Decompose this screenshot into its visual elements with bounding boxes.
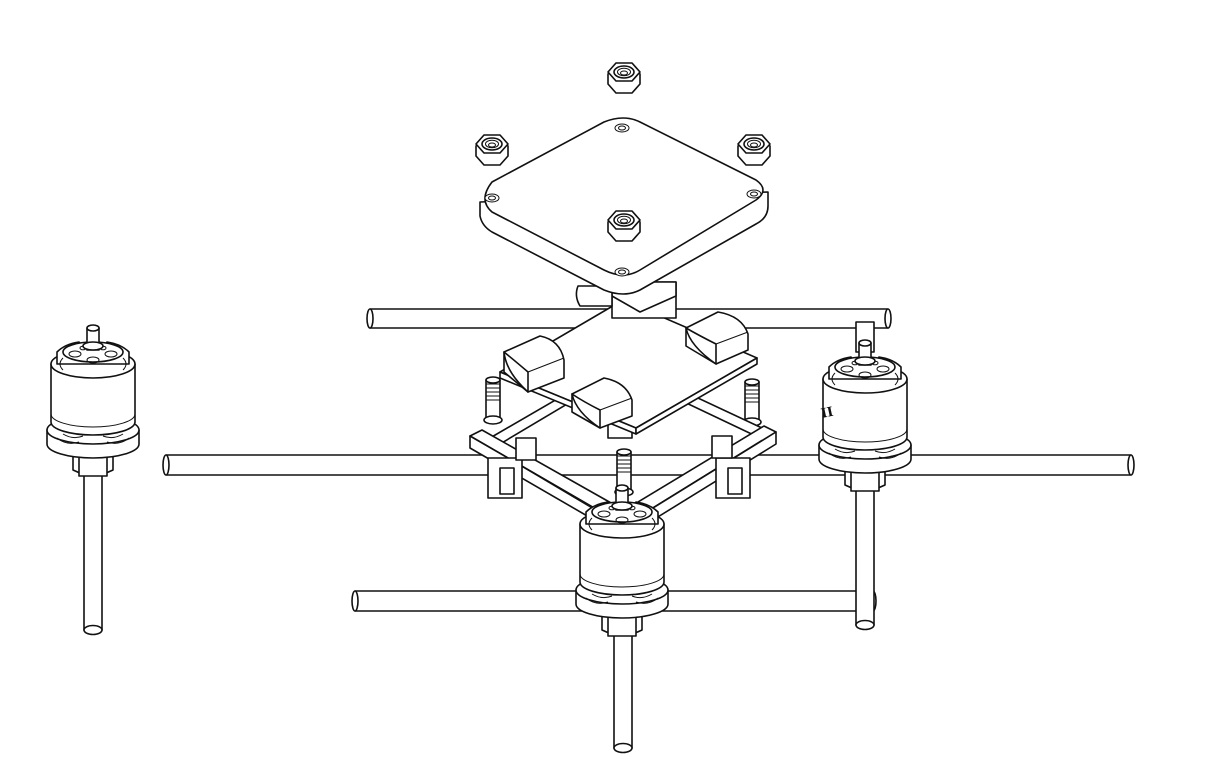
corner-clamp-back-left <box>515 437 537 461</box>
hex-nut-left <box>475 134 509 166</box>
corner-clamp-right <box>715 457 751 499</box>
standoff-screw-right <box>742 378 762 427</box>
board-connector-front <box>571 377 633 429</box>
right-motor-assembly: II <box>818 321 912 631</box>
plate-hole-right <box>746 189 762 199</box>
left-motor-assembly <box>46 324 140 636</box>
hex-nut-right <box>737 134 771 166</box>
board-connector-right <box>685 311 749 365</box>
front-motor-assembly <box>575 448 669 754</box>
left-vertical-rod <box>83 469 103 636</box>
right-vertical-rod <box>855 479 875 631</box>
plate-hole-bottom <box>614 267 630 277</box>
plate-hole-top <box>614 123 630 133</box>
hex-nut-top <box>607 62 641 94</box>
corner-clamp-back-right <box>711 435 733 459</box>
corner-clamp-left <box>487 457 523 499</box>
base-frame <box>469 361 777 529</box>
hex-nut-front <box>607 210 641 242</box>
standoff-screw-left <box>483 376 503 425</box>
frame-arm-rod-middle <box>162 454 1135 476</box>
plate-hole-left <box>484 193 500 203</box>
board-connector-left <box>503 335 565 393</box>
brushless-motor-right: II <box>818 339 912 492</box>
top-cover-plate <box>479 117 769 319</box>
front-vertical-rod <box>613 619 633 754</box>
flight-controller-board <box>499 299 758 439</box>
motor-marking: II <box>820 405 835 422</box>
brushless-motor-left <box>46 324 140 477</box>
